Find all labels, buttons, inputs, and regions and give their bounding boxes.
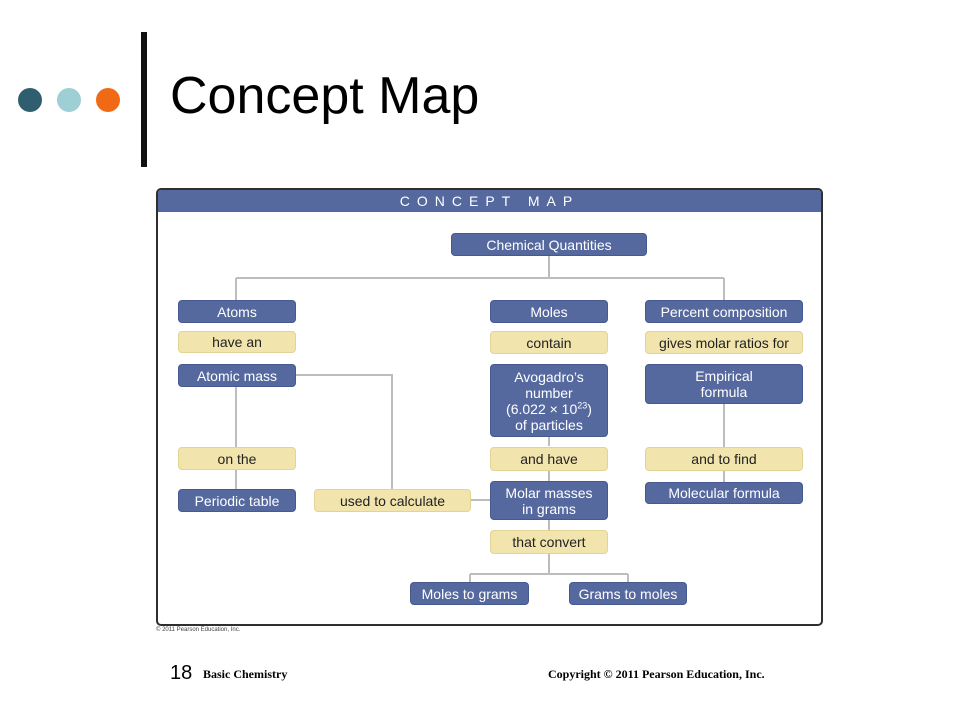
link-that-convert: that convert — [490, 530, 608, 554]
node-avogadros-number: Avogadro’s number (6.022 × 1023) of part… — [490, 364, 608, 437]
connector-lines — [235, 256, 725, 582]
dot-teal — [18, 88, 42, 112]
node-grams-to-moles: Grams to moles — [569, 582, 687, 605]
dot-orange — [96, 88, 120, 112]
dot-light-blue — [57, 88, 81, 112]
link-and-have: and have — [490, 447, 608, 471]
node-empirical-formula: Empirical formula — [645, 364, 803, 404]
link-used-to-calculate: used to calculate — [314, 489, 471, 512]
link-have-an: have an — [178, 331, 296, 353]
node-moles-to-grams: Moles to grams — [410, 582, 529, 605]
concept-map-header: CONCEPT MAP — [158, 190, 821, 212]
link-gives-molar-ratios: gives molar ratios for — [645, 331, 803, 354]
node-moles: Moles — [490, 300, 608, 323]
slide-title: Concept Map — [170, 67, 480, 125]
node-atomic-mass: Atomic mass — [178, 364, 296, 387]
link-on-the: on the — [178, 447, 296, 470]
link-and-to-find: and to find — [645, 447, 803, 471]
concept-map: CONCEPT MAP Chemical Quant — [156, 188, 823, 626]
avogadro-value: (6.022 × 1023) — [506, 399, 592, 417]
node-percent-composition: Percent composition — [645, 300, 803, 323]
node-periodic-table: Periodic table — [178, 489, 296, 512]
node-molecular-formula: Molecular formula — [645, 482, 803, 504]
node-molar-masses: Molar masses in grams — [490, 481, 608, 520]
slide-number: 18 — [170, 662, 193, 684]
title-divider — [141, 32, 147, 167]
node-atoms: Atoms — [178, 300, 296, 323]
footer-copyright: Copyright © 2011 Pearson Education, Inc. — [548, 667, 765, 681]
avogadro-label: Avogadro’s number — [514, 368, 584, 401]
avogadro-unit: of particles — [515, 416, 583, 433]
link-contain: contain — [490, 331, 608, 354]
node-chemical-quantities: Chemical Quantities — [451, 233, 647, 256]
figure-credit: © 2011 Pearson Education, Inc. — [156, 627, 241, 633]
footer-course: Basic Chemistry — [203, 667, 288, 681]
